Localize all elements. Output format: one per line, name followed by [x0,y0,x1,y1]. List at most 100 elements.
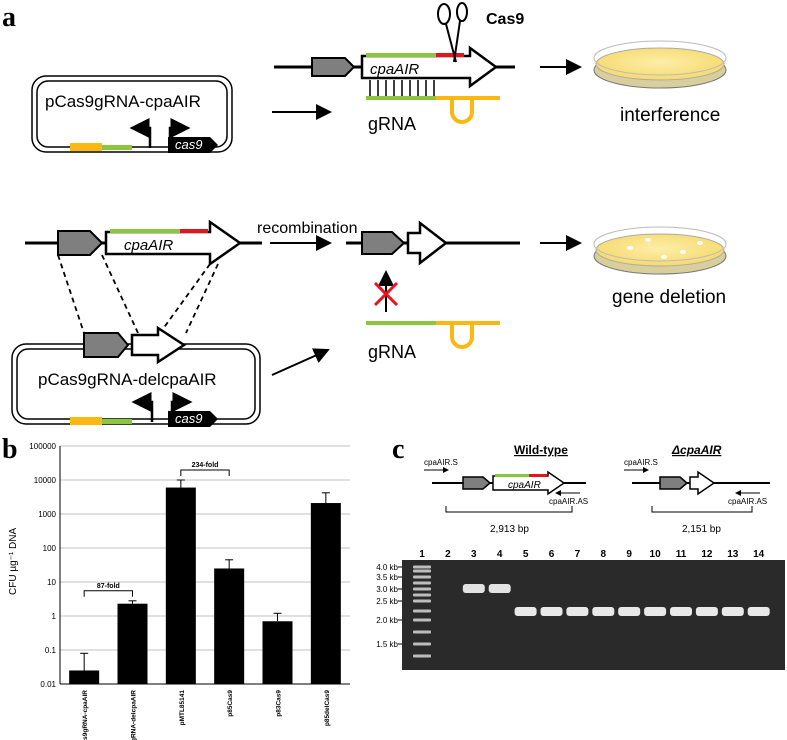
ladder-band [413,599,431,603]
plasmid-2: pCas9gRNA-delcpaAIR cas9 [11,325,261,427]
wt-size: 2,913 bp [490,524,529,535]
ladder-size-label: 2.5 kb [376,597,398,606]
bar [117,603,148,684]
cas9-gene-label-1: cas9 [175,137,202,152]
panel-label-a: a [2,2,16,33]
wildtype-title: Wild-type [514,443,568,457]
target-locus-recombination: cpaAIR [25,219,262,267]
x-tick-label: pMTL85141 [179,690,186,726]
mutant-band [540,607,563,616]
ladder-band [413,654,431,658]
y-axis-label: CFU µg⁻¹ DNA [8,528,19,595]
ladder-size-label: 2.0 kb [376,616,398,625]
bar [165,487,196,684]
grna-label-top: gRNA [368,114,416,134]
ladder-band [413,575,431,579]
ladder-band [413,569,431,573]
ladder-band [413,587,431,591]
mutant-map: ΔcpaAIR cpaAIR.S cpaAIR.AS 2,151 bp [624,443,770,535]
x-tick-label: pCas9gRNA-cpaAIR [82,690,89,740]
mutant-band [566,607,589,616]
recombination-label: recombination [257,220,358,237]
mutant-band [618,607,641,616]
lane-number: 2 [445,549,451,560]
blocked-cross-icon [373,281,399,307]
fold-bracket [83,590,133,597]
ladder-band [413,630,431,634]
ladder-size-label: 1.5 kb [376,640,398,649]
ladder-band [413,565,431,569]
plasmid-1-name: pCas9gRNA-cpaAIR [45,92,201,111]
bar-chart: 100000 10000 1000 100 10 1 0.1 0.01 pCas9gRNA-cp… [29,442,350,740]
mutant-band [644,607,667,616]
lane-number: 6 [549,549,555,560]
plate-interference [593,40,727,89]
lane-number: 12 [701,549,713,560]
x-tick-label: p85delCas9 [324,690,331,727]
y-tick-label: 1 [52,612,57,621]
mutant-title: ΔcpaAIR [671,443,722,457]
y-tick-label: 100 [43,544,57,553]
interference-label: interference [620,105,720,126]
bar [214,568,245,684]
cas9-protein-label: Cas9 [486,11,524,28]
ladder-size-label: 3.5 kb [376,573,398,582]
y-tick-label: 10 [47,578,56,587]
bar [262,621,293,684]
lane-number: 8 [601,549,607,560]
y-tick-label: 1000 [38,510,56,519]
panel-label-c: c [392,434,404,465]
wt-primer-s: cpaAIR.S [424,458,458,467]
y-tick-label: 0.01 [40,680,56,689]
mutant-band [514,607,537,616]
y-tick-label: 10000 [34,476,57,485]
ladder-size-label: 4.0 kb [376,563,398,572]
lane-number: 11 [676,549,687,560]
lane-number: 14 [753,549,765,560]
mutant-band [695,607,718,616]
plate-deletion [593,226,727,275]
cas9-gene-label-2: cas9 [175,411,202,426]
wt-band [488,584,511,593]
lane-number: 7 [575,549,581,560]
plasmid-2-name: pCas9gRNA-delcpaAIR [38,370,217,389]
deleted-locus: gRNA [346,220,520,362]
grna-label-bottom: gRNA [368,342,416,362]
mutant-band [670,607,692,616]
x-tick-label: p83Cas9 [276,690,283,717]
fold-bracket [180,469,230,476]
mutant-band [721,607,744,616]
mut-primer-s: cpaAIR.S [624,458,658,467]
mut-primer-as: cpaAIR.AS [728,497,767,506]
mutant-band [592,607,615,616]
mutant-band [747,607,770,616]
lane-number: 5 [523,549,529,560]
ladder-band [413,593,431,597]
fold-annotation: 234-fold [192,462,219,469]
wildtype-map: Wild-type cpaAIR cpaAIR.S cpaAIR.AS 2,91… [424,443,588,535]
deletion-label: gene deletion [612,287,726,308]
lane-number: 1 [419,549,425,560]
lane-number: 13 [727,549,739,560]
bar [69,670,100,684]
ladder-band [413,618,431,622]
panel-label-b: b [2,434,18,465]
bar [310,503,341,684]
ladder-band [413,581,431,585]
x-tick-label: p85Cas9 [227,690,234,717]
wt-primer-as: cpaAIR.AS [549,497,588,506]
ladder-band [413,642,431,646]
y-tick-label: 0.1 [45,646,57,655]
target-locus-interference: cpaAIR Cas9 gRNA [274,2,524,134]
x-tick-label: pCas9gRNA-delcpaAIR [131,690,138,740]
scissors-icon [437,2,468,63]
gene-label-top: cpaAIR [370,61,419,78]
wt-gene-label: cpaAIR [508,480,541,491]
lane-number: 4 [497,549,503,560]
fold-annotation: 87-fold [97,583,120,590]
y-tick-label: 100000 [29,442,56,451]
lane-number: 3 [471,549,477,560]
ladder-size-label: 3.0 kb [376,585,398,594]
